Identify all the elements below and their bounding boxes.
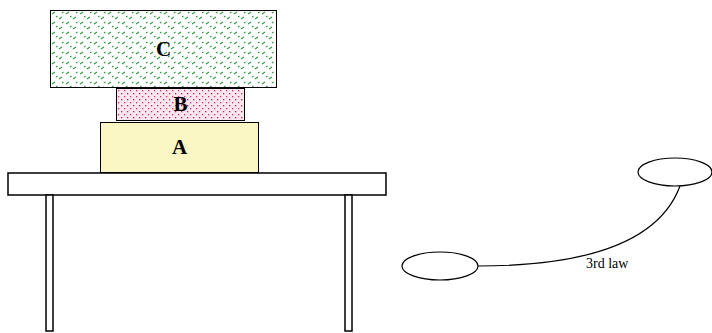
- table-leg: [46, 195, 53, 331]
- block-b: B: [116, 88, 245, 121]
- table-top: [8, 173, 386, 195]
- block-label: C: [156, 37, 171, 62]
- block-label: A: [172, 135, 187, 160]
- ellipse: [638, 158, 712, 186]
- connector-curve: [478, 186, 680, 266]
- curve-label: 3rd law: [586, 256, 628, 272]
- table-leg: [345, 195, 352, 331]
- block-label: B: [173, 92, 187, 117]
- block-a: A: [100, 122, 259, 173]
- ellipse: [402, 252, 478, 280]
- block-c: C: [50, 10, 277, 88]
